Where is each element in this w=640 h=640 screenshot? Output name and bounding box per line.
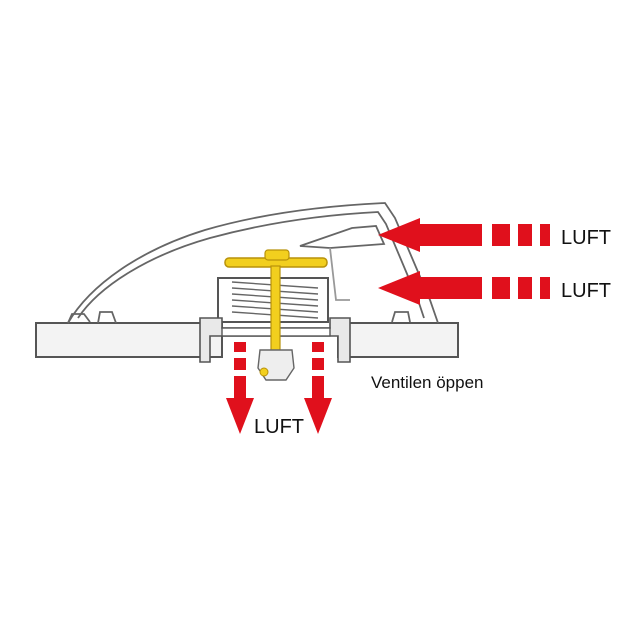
housing-inner-rib	[329, 247, 350, 301]
arrow-head-down-right	[304, 398, 332, 434]
roof-panel	[35, 322, 459, 358]
air-arrow-down-right	[304, 342, 332, 434]
valve-stem	[270, 265, 281, 355]
housing-air-intake	[299, 225, 386, 249]
air-arrow-down-left	[226, 342, 254, 434]
arrow-head-down-left	[226, 398, 254, 434]
panel-right	[337, 322, 459, 358]
valve-assembly	[199, 249, 351, 381]
arrow-head-middle	[378, 271, 420, 305]
air-arrow-top	[378, 218, 550, 252]
air-arrow-middle	[378, 271, 550, 305]
housing-inner-shell	[77, 211, 425, 319]
label-air-top: LUFT	[561, 227, 611, 249]
valve-knob-dot	[259, 367, 269, 377]
housing-front-lip	[67, 313, 91, 324]
panel-left	[35, 322, 223, 358]
housing-clip-right	[391, 311, 411, 323]
valve-disc-hub	[264, 249, 290, 261]
vent-housing	[67, 202, 439, 324]
label-air-middle: LUFT	[561, 280, 611, 302]
arrow-head-top	[378, 218, 420, 252]
label-valve-state: Ventilen öppen	[371, 373, 484, 392]
housing-clip-left	[97, 311, 117, 324]
housing-outer-shell	[67, 202, 439, 324]
label-air-bottom: LUFT	[254, 416, 304, 438]
